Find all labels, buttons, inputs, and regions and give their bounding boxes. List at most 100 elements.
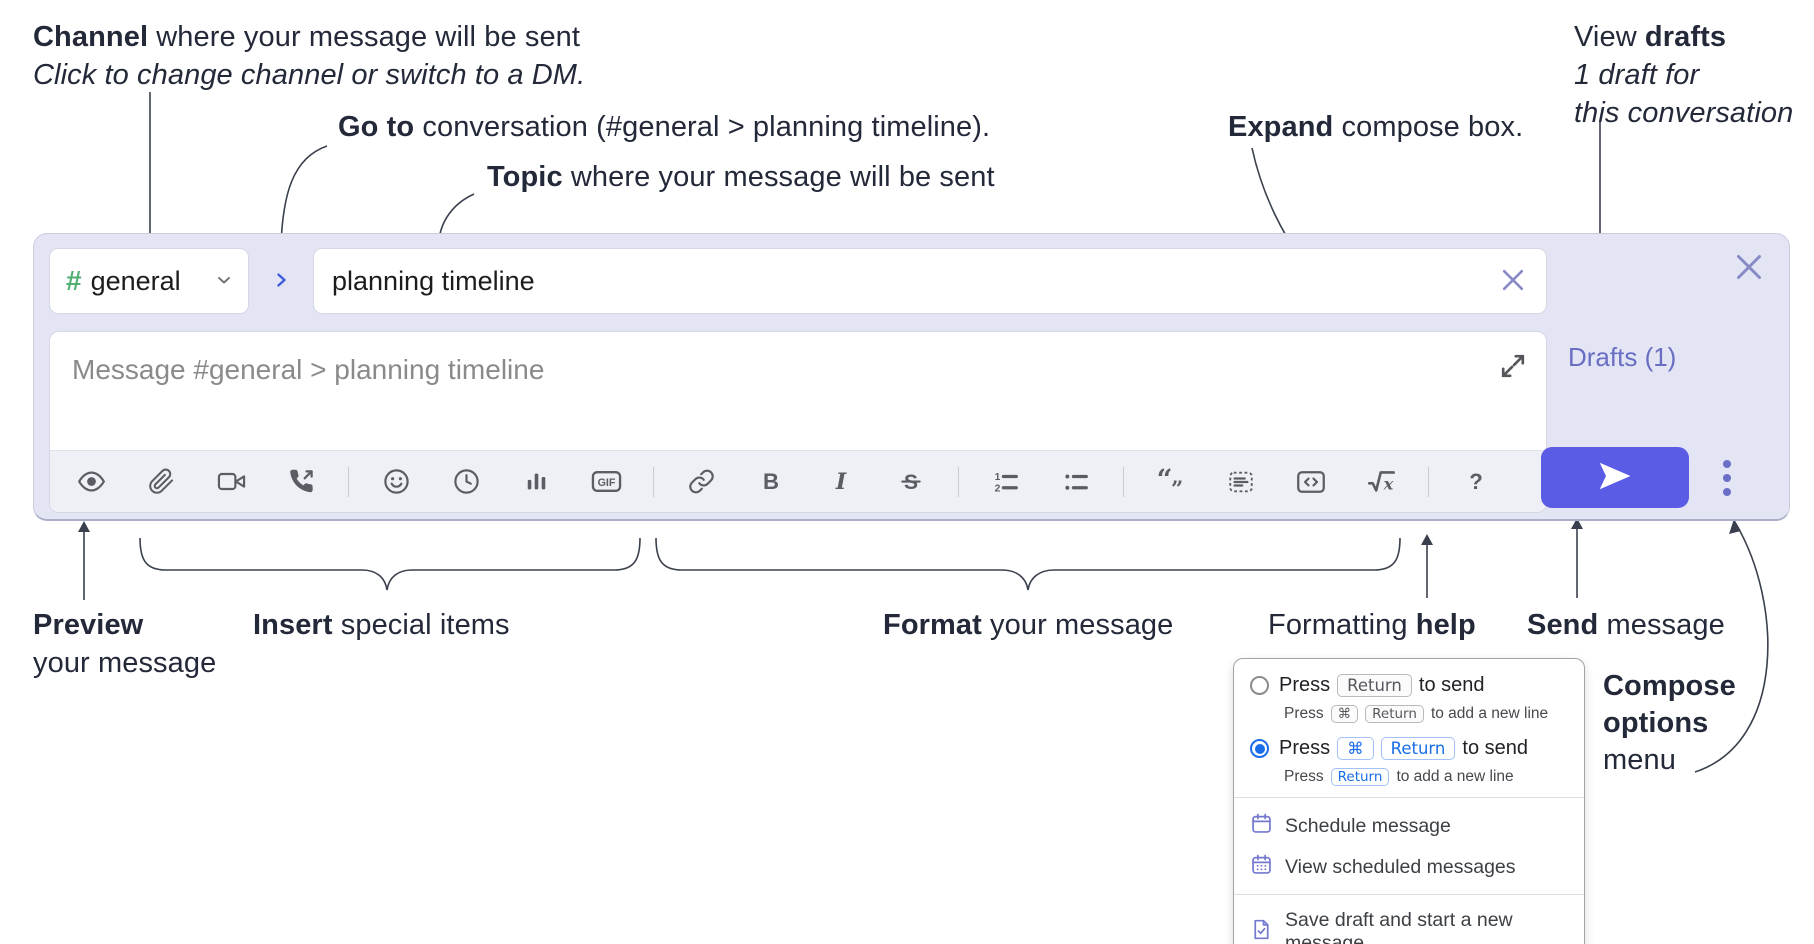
svg-text:?: ? bbox=[1469, 469, 1483, 494]
strikethrough-button[interactable]: S bbox=[886, 460, 936, 504]
calendar-grid-icon bbox=[1250, 853, 1273, 882]
goto-conversation-button[interactable] bbox=[259, 259, 303, 303]
svg-text:GIF: GIF bbox=[597, 477, 615, 489]
channel-selector[interactable]: # general bbox=[49, 248, 249, 314]
spoiler-icon bbox=[1227, 468, 1255, 496]
clock-icon bbox=[452, 467, 481, 496]
strikethrough-icon: S bbox=[897, 468, 925, 496]
link-icon bbox=[688, 468, 715, 495]
toolbar-divider bbox=[958, 466, 959, 497]
menu-divider bbox=[1234, 797, 1584, 798]
video-camera-icon bbox=[217, 467, 246, 496]
clear-topic-button[interactable] bbox=[1496, 264, 1530, 298]
annotation-channel: Channel where your message will be sent … bbox=[33, 21, 586, 91]
drafts-link[interactable]: Drafts (1) bbox=[1568, 342, 1677, 372]
toolbar-divider bbox=[1123, 466, 1124, 497]
return-key: Return bbox=[1380, 737, 1456, 760]
recipient-row: # general planning timeline bbox=[49, 248, 1547, 314]
bold-button[interactable]: B bbox=[746, 460, 796, 504]
annotation-format: Format your message bbox=[883, 609, 1174, 641]
expand-icon bbox=[1499, 352, 1527, 383]
voice-call-button[interactable] bbox=[276, 460, 326, 504]
paperclip-icon bbox=[148, 468, 175, 495]
bulleted-list-button[interactable] bbox=[1051, 460, 1101, 504]
annotation-send: Send message bbox=[1527, 609, 1725, 641]
chevron-down-icon bbox=[214, 270, 234, 293]
quote-button[interactable]: “” bbox=[1146, 460, 1196, 504]
annotation-insert: Insert special items bbox=[253, 609, 510, 641]
math-button[interactable]: x bbox=[1356, 460, 1406, 504]
emoji-button[interactable] bbox=[371, 460, 421, 504]
link-button[interactable] bbox=[676, 460, 726, 504]
return-key: Return bbox=[1337, 674, 1412, 697]
calendar-icon bbox=[1250, 812, 1273, 841]
preview-button[interactable] bbox=[66, 460, 116, 504]
svg-text:”: ” bbox=[1171, 476, 1183, 496]
bulleted-list-icon bbox=[1062, 468, 1090, 496]
svg-text:“: “ bbox=[1157, 467, 1173, 495]
annotation-expand: Expand compose box. bbox=[1228, 111, 1524, 143]
channel-name: general bbox=[90, 265, 181, 296]
help-button[interactable]: ? bbox=[1451, 460, 1501, 504]
emoji-icon bbox=[382, 467, 411, 496]
radio-unselected[interactable] bbox=[1250, 676, 1269, 695]
close-compose-button[interactable] bbox=[1731, 250, 1767, 286]
italic-button[interactable]: I bbox=[816, 460, 866, 504]
annotation-view-drafts: View drafts 1 draft for this conversatio… bbox=[1574, 21, 1794, 129]
svg-text:S: S bbox=[904, 471, 918, 494]
return-key: Return bbox=[1330, 768, 1390, 786]
gif-button[interactable]: GIF bbox=[581, 460, 631, 504]
svg-text:1: 1 bbox=[995, 472, 1001, 483]
compose-box: # general planning timeline bbox=[33, 233, 1790, 521]
code-button[interactable] bbox=[1286, 460, 1336, 504]
topic-input[interactable]: planning timeline bbox=[313, 248, 1547, 314]
spoiler-button[interactable] bbox=[1216, 460, 1266, 504]
toolbar-divider bbox=[348, 466, 349, 497]
eye-icon bbox=[77, 467, 106, 496]
gif-icon: GIF bbox=[591, 466, 622, 497]
phone-call-icon bbox=[288, 468, 315, 495]
global-time-button[interactable] bbox=[441, 460, 491, 504]
formula-icon: x bbox=[1366, 466, 1397, 497]
view-scheduled-messages-item[interactable]: View scheduled messages bbox=[1234, 847, 1584, 888]
compose-options-menu: Press Return to send Press ⌘ Return to a… bbox=[1233, 658, 1585, 944]
close-icon bbox=[1500, 267, 1526, 296]
option-cmd-return-to-send[interactable]: Press ⌘ Return to send bbox=[1234, 734, 1584, 763]
save-draft-item[interactable]: Save draft and start a new message bbox=[1234, 903, 1584, 944]
insert-brace bbox=[139, 537, 641, 591]
schedule-message-item[interactable]: Schedule message bbox=[1234, 806, 1584, 847]
send-icon bbox=[1597, 458, 1633, 497]
message-editor[interactable]: Message #general > planning timeline bbox=[49, 331, 1547, 513]
annotation-compose-options: Compose options menu bbox=[1603, 670, 1736, 776]
svg-text:I: I bbox=[835, 469, 847, 495]
close-icon bbox=[1734, 252, 1764, 285]
expand-compose-button[interactable] bbox=[1496, 350, 1530, 384]
video-call-button[interactable] bbox=[206, 460, 256, 504]
radio-selected[interactable] bbox=[1250, 739, 1269, 758]
annotation-formatting-help: Formatting help bbox=[1268, 609, 1476, 641]
channel-hash-icon: # bbox=[66, 265, 82, 296]
topic-value: planning timeline bbox=[332, 265, 535, 296]
poll-button[interactable] bbox=[511, 460, 561, 504]
italic-icon: I bbox=[827, 468, 855, 496]
attach-file-button[interactable] bbox=[136, 460, 186, 504]
annotation-preview: Preview your message bbox=[33, 609, 217, 679]
format-brace bbox=[655, 537, 1401, 591]
draft-document-icon bbox=[1250, 918, 1273, 944]
bold-icon: B bbox=[757, 468, 785, 496]
bar-chart-icon bbox=[523, 468, 550, 495]
annotation-topic: Topic where your message will be sent bbox=[487, 161, 995, 193]
option-cmd-return-subtext: Press Return to add a new line bbox=[1284, 768, 1514, 786]
send-button[interactable] bbox=[1541, 447, 1689, 508]
compose-options-button[interactable] bbox=[1712, 450, 1742, 506]
svg-text:2: 2 bbox=[995, 483, 1001, 494]
option-return-to-send[interactable]: Press Return to send bbox=[1234, 671, 1584, 700]
cmd-key: ⌘ bbox=[1330, 705, 1359, 723]
question-mark-icon: ? bbox=[1462, 468, 1490, 496]
quote-icon: “” bbox=[1156, 467, 1186, 497]
chevron-right-icon bbox=[271, 270, 291, 293]
annotation-goto: Go to conversation (#general > planning … bbox=[338, 111, 991, 143]
